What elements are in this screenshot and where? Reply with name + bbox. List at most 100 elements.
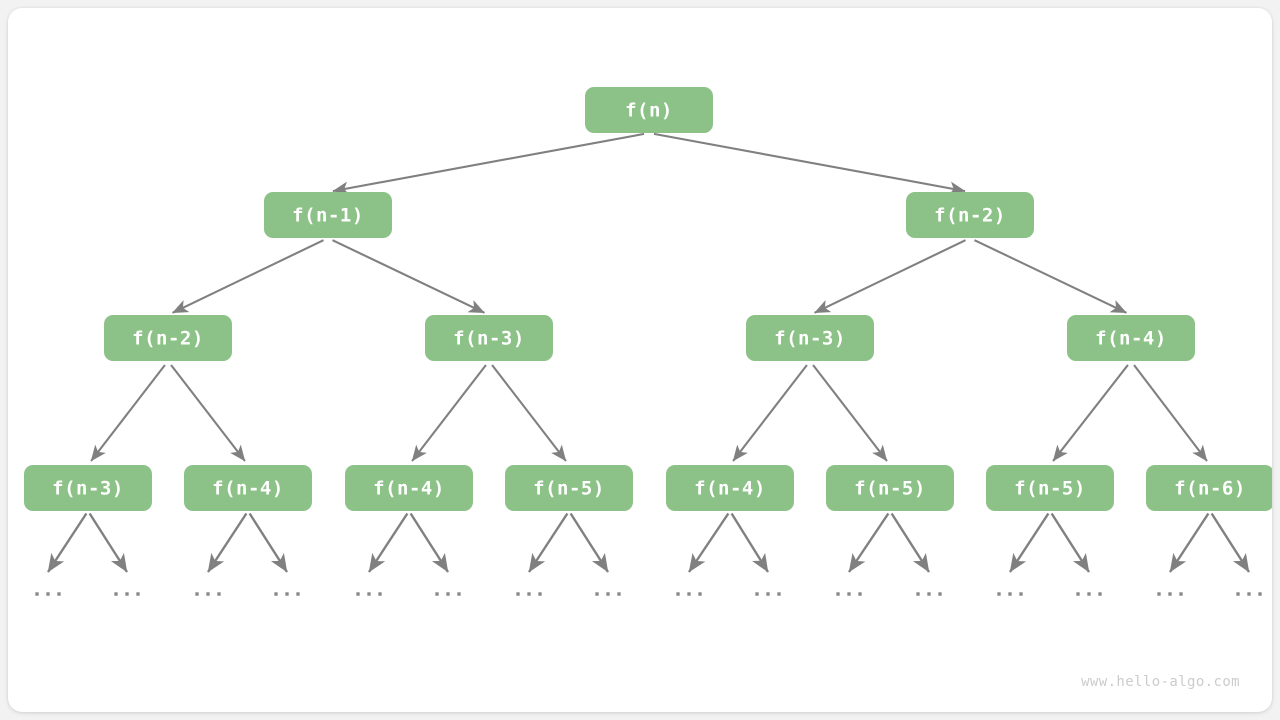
leaf-edge <box>248 512 289 573</box>
ellipsis-dot <box>836 592 840 596</box>
ellipsis-dot <box>516 592 520 596</box>
tree-node[interactable]: f(n-4) <box>345 465 473 511</box>
tree-edge <box>411 364 487 462</box>
ellipsis-row <box>35 592 1262 596</box>
tree-edge <box>1052 364 1129 462</box>
ellipsis-dot <box>538 592 542 596</box>
node-box <box>1146 465 1272 511</box>
ellipsis-item <box>755 592 781 596</box>
ellipsis-item <box>676 592 702 596</box>
recursion-tree-svg: f(n) f(n-1) f(n-2) f(n-2) f(n-3) f(n-3) f(n-4)… <box>24 87 1272 690</box>
ellipsis-dot <box>114 592 118 596</box>
ellipsis-dot <box>457 592 461 596</box>
ellipsis-item <box>1157 592 1183 596</box>
tree-node[interactable]: f(n-5) <box>986 465 1114 511</box>
ellipsis-dot <box>1008 592 1012 596</box>
ellipsis-dot <box>927 592 931 596</box>
node-label: f(n-4) <box>1095 328 1167 350</box>
tree-edge <box>170 364 246 462</box>
ellipsis-dot <box>285 592 289 596</box>
ellipsis-dot <box>356 592 360 596</box>
ellipsis-item <box>516 592 542 596</box>
ellipsis-dot <box>57 592 61 596</box>
leaf-edge <box>848 512 890 573</box>
node-box <box>345 465 473 511</box>
node-label: f(n-5) <box>533 478 605 500</box>
ellipsis-item <box>195 592 221 596</box>
tree-node[interactable]: f(n-5) <box>826 465 954 511</box>
tree-node[interactable]: f(n) <box>585 87 713 133</box>
node-box <box>826 465 954 511</box>
ellipsis-dot <box>46 592 50 596</box>
tree-edge <box>332 239 485 314</box>
node-label: f(n-5) <box>854 478 926 500</box>
leaf-edge <box>688 512 730 573</box>
ellipsis-dot <box>1247 592 1251 596</box>
node-label: f(n-2) <box>934 205 1006 227</box>
ellipsis-item <box>836 592 862 596</box>
ellipsis-dot <box>1236 592 1240 596</box>
node-label: f(n-3) <box>453 328 525 350</box>
watermark: www.hello-algo.com <box>1081 674 1240 690</box>
edges-layer <box>90 132 1208 462</box>
node-box <box>1067 315 1195 361</box>
tree-node[interactable]: f(n-4) <box>184 465 312 511</box>
ellipsis-dot <box>136 592 140 596</box>
leaf-edge <box>46 512 88 573</box>
ellipsis-dot <box>1076 592 1080 596</box>
tree-node[interactable]: f(n-6) <box>1146 465 1272 511</box>
ellipsis-dot <box>687 592 691 596</box>
node-label: f(n-3) <box>52 478 124 500</box>
tree-node[interactable]: f(n-4) <box>1067 315 1195 361</box>
tree-node[interactable]: f(n-5) <box>505 465 633 511</box>
tree-node[interactable]: f(n-3) <box>425 315 553 361</box>
node-label: f(n-4) <box>212 478 284 500</box>
node-label: f(n-4) <box>373 478 445 500</box>
node-box <box>184 465 312 511</box>
tree-node[interactable]: f(n-2) <box>104 315 232 361</box>
tree-node[interactable]: f(n-4) <box>666 465 794 511</box>
ellipsis-dot <box>1019 592 1023 596</box>
leaf-edge <box>730 512 770 573</box>
tree-edge <box>90 364 166 462</box>
leaf-edge <box>1050 512 1091 573</box>
tree-edge <box>1133 364 1208 462</box>
tree-node[interactable]: f(n-1) <box>264 192 392 238</box>
tree-node[interactable]: f(n-3) <box>24 465 152 511</box>
ellipsis-dot <box>1179 592 1183 596</box>
ellipsis-item <box>916 592 942 596</box>
ellipsis-dot <box>206 592 210 596</box>
node-box <box>746 315 874 361</box>
ellipsis-dot <box>595 592 599 596</box>
tree-edge <box>491 364 567 462</box>
ellipsis-item <box>435 592 461 596</box>
ellipsis-dot <box>125 592 129 596</box>
tree-edge <box>974 239 1127 314</box>
ellipsis-dot <box>997 592 1001 596</box>
node-label: f(n-2) <box>132 328 204 350</box>
tree-edge <box>172 239 324 314</box>
tree-node[interactable]: f(n-3) <box>746 315 874 361</box>
leaf-edge <box>409 512 450 573</box>
diagram-canvas: f(n) f(n-1) f(n-2) f(n-2) f(n-3) f(n-3) f(n-4)… <box>8 8 1272 712</box>
ellipsis-dot <box>1168 592 1172 596</box>
tree-edge <box>814 239 966 314</box>
ellipsis-item <box>1236 592 1262 596</box>
tree-edge <box>653 132 966 195</box>
ellipsis-item <box>356 592 382 596</box>
node-box <box>666 465 794 511</box>
tree-edge <box>812 364 888 462</box>
node-box <box>986 465 1114 511</box>
tree-node[interactable]: f(n-2) <box>906 192 1034 238</box>
node-box <box>425 315 553 361</box>
ellipsis-dot <box>35 592 39 596</box>
leaf-edge <box>1008 512 1050 573</box>
leaf-edge <box>1168 512 1210 573</box>
ellipsis-dot <box>435 592 439 596</box>
node-label: f(n-6) <box>1174 478 1246 500</box>
ellipsis-dot <box>858 592 862 596</box>
ellipsis-dot <box>617 592 621 596</box>
node-box <box>505 465 633 511</box>
node-label: f(n) <box>625 100 673 122</box>
ellipsis-dot <box>755 592 759 596</box>
